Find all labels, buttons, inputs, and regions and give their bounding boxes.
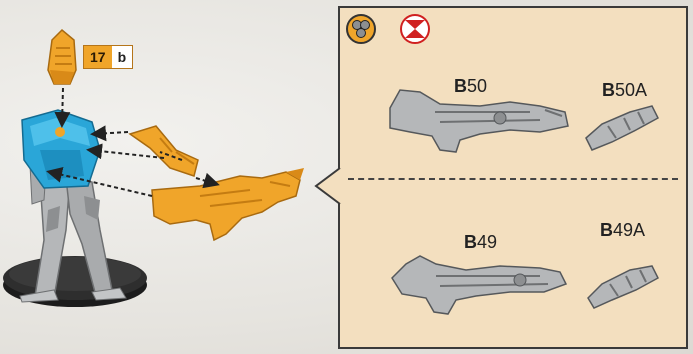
step-letter: b — [112, 46, 133, 68]
part-label-b49a: B49A — [600, 220, 645, 241]
part-b49a-drawing — [588, 266, 658, 308]
parts-callout-panel: B50 B50A B49 B49A — [338, 6, 688, 349]
no-resin-icon — [400, 14, 430, 44]
part-b49-drawing — [392, 256, 566, 314]
shield-icon — [346, 14, 376, 44]
part-drawings — [340, 8, 686, 347]
part-label-b50: B50 — [454, 76, 487, 97]
part-b50-drawing — [390, 90, 568, 152]
part-label-b49: B49 — [464, 232, 497, 253]
miniature-figure — [0, 0, 340, 354]
step-badge: 17 b — [83, 45, 133, 69]
part-label-b50a: B50A — [602, 80, 647, 101]
step-number: 17 — [84, 46, 112, 68]
part-b50a-drawing — [586, 106, 658, 150]
